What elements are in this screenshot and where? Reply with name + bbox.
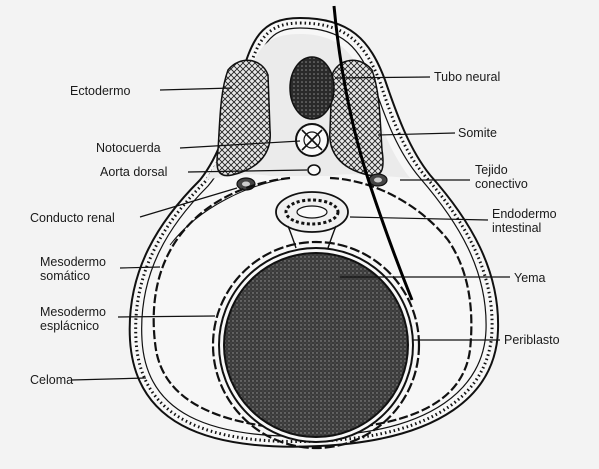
label-meso-esplacnico-line1: Mesodermo: [40, 305, 106, 319]
renal-duct-right-lumen: [374, 178, 382, 183]
somite-left: [217, 60, 270, 175]
renal-duct-left-lumen: [242, 182, 250, 187]
neural-tube: [290, 57, 334, 119]
label-tejido-conectivo: Tejido conectivo: [475, 163, 528, 191]
dorsal-aorta: [308, 165, 320, 175]
label-endodermo-intestinal: Endodermo intestinal: [492, 207, 557, 235]
label-aorta-dorsal: Aorta dorsal: [100, 165, 167, 179]
intestinal-lumen: [297, 206, 327, 218]
label-mesodermo-somatico: Mesodermo somático: [40, 255, 106, 283]
label-notocuerda: Notocuerda: [96, 141, 161, 155]
label-endodermo-line1: Endodermo: [492, 207, 557, 221]
label-periblasto: Periblasto: [504, 333, 560, 347]
label-mesodermo-esplacnico: Mesodermo esplácnico: [40, 305, 106, 333]
label-tejido-line1: Tejido: [475, 163, 528, 177]
label-endodermo-line2: intestinal: [492, 221, 557, 235]
label-yema: Yema: [514, 271, 546, 285]
yolk: [224, 253, 408, 437]
label-celoma: Celoma: [30, 373, 73, 387]
label-meso-somatico-line2: somático: [40, 269, 106, 283]
label-conducto-renal: Conducto renal: [30, 211, 115, 225]
label-ectodermo: Ectodermo: [70, 84, 130, 98]
label-tejido-line2: conectivo: [475, 177, 528, 191]
label-meso-somatico-line1: Mesodermo: [40, 255, 106, 269]
label-somite: Somite: [458, 126, 497, 140]
label-tubo-neural: Tubo neural: [434, 70, 500, 84]
label-meso-esplacnico-line2: esplácnico: [40, 319, 106, 333]
